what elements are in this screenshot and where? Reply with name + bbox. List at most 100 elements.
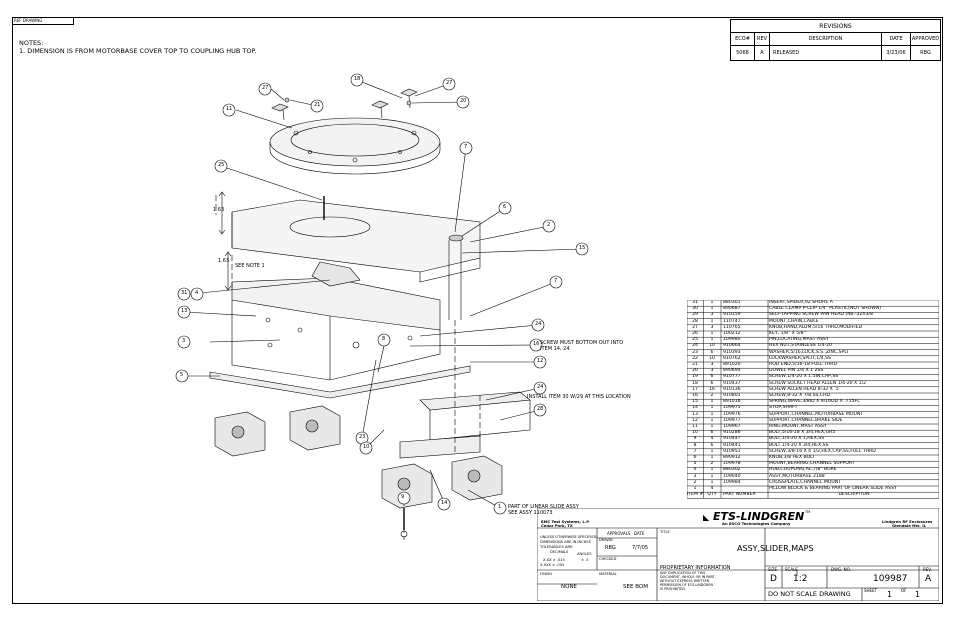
part-item-number: 11 (692, 424, 698, 429)
dwg-no-value: 109987 (873, 574, 908, 584)
part-number: 910441 (723, 442, 741, 448)
tolerance-line-3: TOLERANCES ARE: (540, 545, 574, 549)
part-quantity: 2 (710, 461, 714, 467)
part-quantity: 1 (710, 417, 714, 423)
part-item-number: 18 (692, 380, 698, 386)
balloon-21: 21 (314, 102, 321, 108)
part-quantity: 3 (710, 362, 714, 367)
proprietary-line-4: PERMISSION OF ETS-LINDGREN (660, 583, 714, 587)
proprietary-line-5: IS PROHIBITED. (660, 587, 687, 591)
finish-label: FINISH (540, 572, 552, 576)
part-description: SUPPORT,CHANNEL,BRAKE SIDE (769, 417, 843, 423)
part-description: SPRING,WAVE,3/8ID X 9/16OD X .715FL (769, 399, 860, 405)
part-number: 109976 (723, 411, 741, 417)
title-block: ETS-LINDGREN TM ◣ EMC Test Systems, L.P.… (537, 508, 939, 601)
rev-header-approved: APPROVED (911, 33, 940, 46)
balloon-14: 14 (441, 500, 448, 506)
balloon-27: 27 (446, 80, 453, 86)
part-description: LOCKWASHER,SPLIT,1/4,SS (769, 355, 831, 361)
balloon-23: 23 (359, 434, 366, 440)
part-number: 890687 (723, 306, 741, 312)
dwg-no-label: DWG. NO. (831, 567, 851, 572)
part-quantity: 1 (710, 479, 714, 485)
rev-header-rev: REV (755, 33, 770, 46)
part-description: STOP,SHAFT (769, 405, 798, 411)
part-number: 910437 (723, 380, 741, 386)
proprietary-line-3: WITHOUT EXPRESS WRITTEN (660, 579, 710, 583)
part-number: 100212 (723, 331, 741, 336)
part-quantity: 1 (710, 300, 714, 305)
rev-eco: 5068 (731, 46, 755, 60)
part-quantity: 1 (710, 331, 714, 336)
part-quantity: 1 (710, 405, 714, 411)
header-qty: QTY (707, 492, 717, 498)
part-number: 109967 (723, 424, 741, 429)
part-number: 109977 (723, 417, 741, 423)
part-item-number: 6 (693, 455, 697, 460)
finish-value: NONE (561, 584, 578, 590)
dimension-lines (218, 191, 232, 291)
part-number: 891016 (723, 399, 741, 405)
part-item-number: 29 (692, 312, 698, 318)
proprietary-line-2: DOCUMENT, WHOLE OR IN PART, (660, 575, 716, 579)
part-description: PIN,LOCATING,MAST ASSY (769, 337, 829, 343)
part-number: 890694 (723, 368, 741, 374)
part-description: CROSSPLATE,CHANNEL MOUNT (769, 479, 842, 485)
part-quantity: 6 (710, 442, 714, 448)
part-description: SCREW,1/4-20 X 1.5IN,CAP,SS (769, 374, 839, 380)
balloon-11: 11 (226, 106, 233, 112)
dimension-2: 1.63 (218, 258, 230, 264)
part-description: CABLE CLAMP P-CLIP 1/4" PLASTIC(NOT SHOW… (769, 306, 882, 312)
mounting-ring (269, 117, 441, 175)
part-item-number: 25 (692, 337, 698, 343)
tolerance-angle: ± .5 (581, 558, 589, 562)
part-description: SCREW ALLEN HEAD 8-32 X .5 (769, 386, 839, 392)
cover-plate (231, 196, 481, 320)
balloon-24: 24 (535, 321, 542, 327)
part-description: SCREW,3/8-16 X 4 1/2,HEX,CAP,SS,FULL THR… (769, 448, 876, 454)
header-item: ITEM # (687, 492, 703, 498)
checked-label: CHECKED (599, 557, 617, 561)
balloon-7: 7 (464, 144, 468, 150)
part-number: 880302 (723, 467, 741, 473)
balloon-12: 12 (537, 358, 544, 364)
scale-label: SCALE (785, 567, 798, 572)
part-quantity: 1 (710, 306, 714, 312)
logo-mark-icon: ◣ (703, 513, 710, 522)
part-number: 109984 (723, 479, 741, 485)
left-company-1: EMC Test Systems, L.P. (541, 519, 590, 524)
part-quantity: 6 (710, 380, 714, 386)
tolerance-xxxx: X.XXX ± .005 (540, 563, 565, 567)
part-number: 910136 (723, 386, 741, 392)
annotation-linear-slide-1: PART OF LINEAR SLIDE ASSY (508, 504, 579, 510)
balloon-13: 13 (181, 308, 188, 314)
part-description: RING,MOUNT,MAST ASSY (769, 424, 827, 429)
sheet-label: SHEET (864, 588, 878, 593)
bolt-nut (400, 530, 408, 538)
part-quantity: 2 (710, 393, 714, 398)
part-number: 890912 (723, 455, 741, 460)
rev-approved: RBG (920, 50, 931, 56)
part-description: KNOB,3/8 HEX BOLT (769, 455, 815, 460)
part-number: 109040 (723, 473, 741, 479)
header-description: DESCRIPTION (838, 492, 870, 498)
balloon-24b: 24 (537, 384, 544, 390)
